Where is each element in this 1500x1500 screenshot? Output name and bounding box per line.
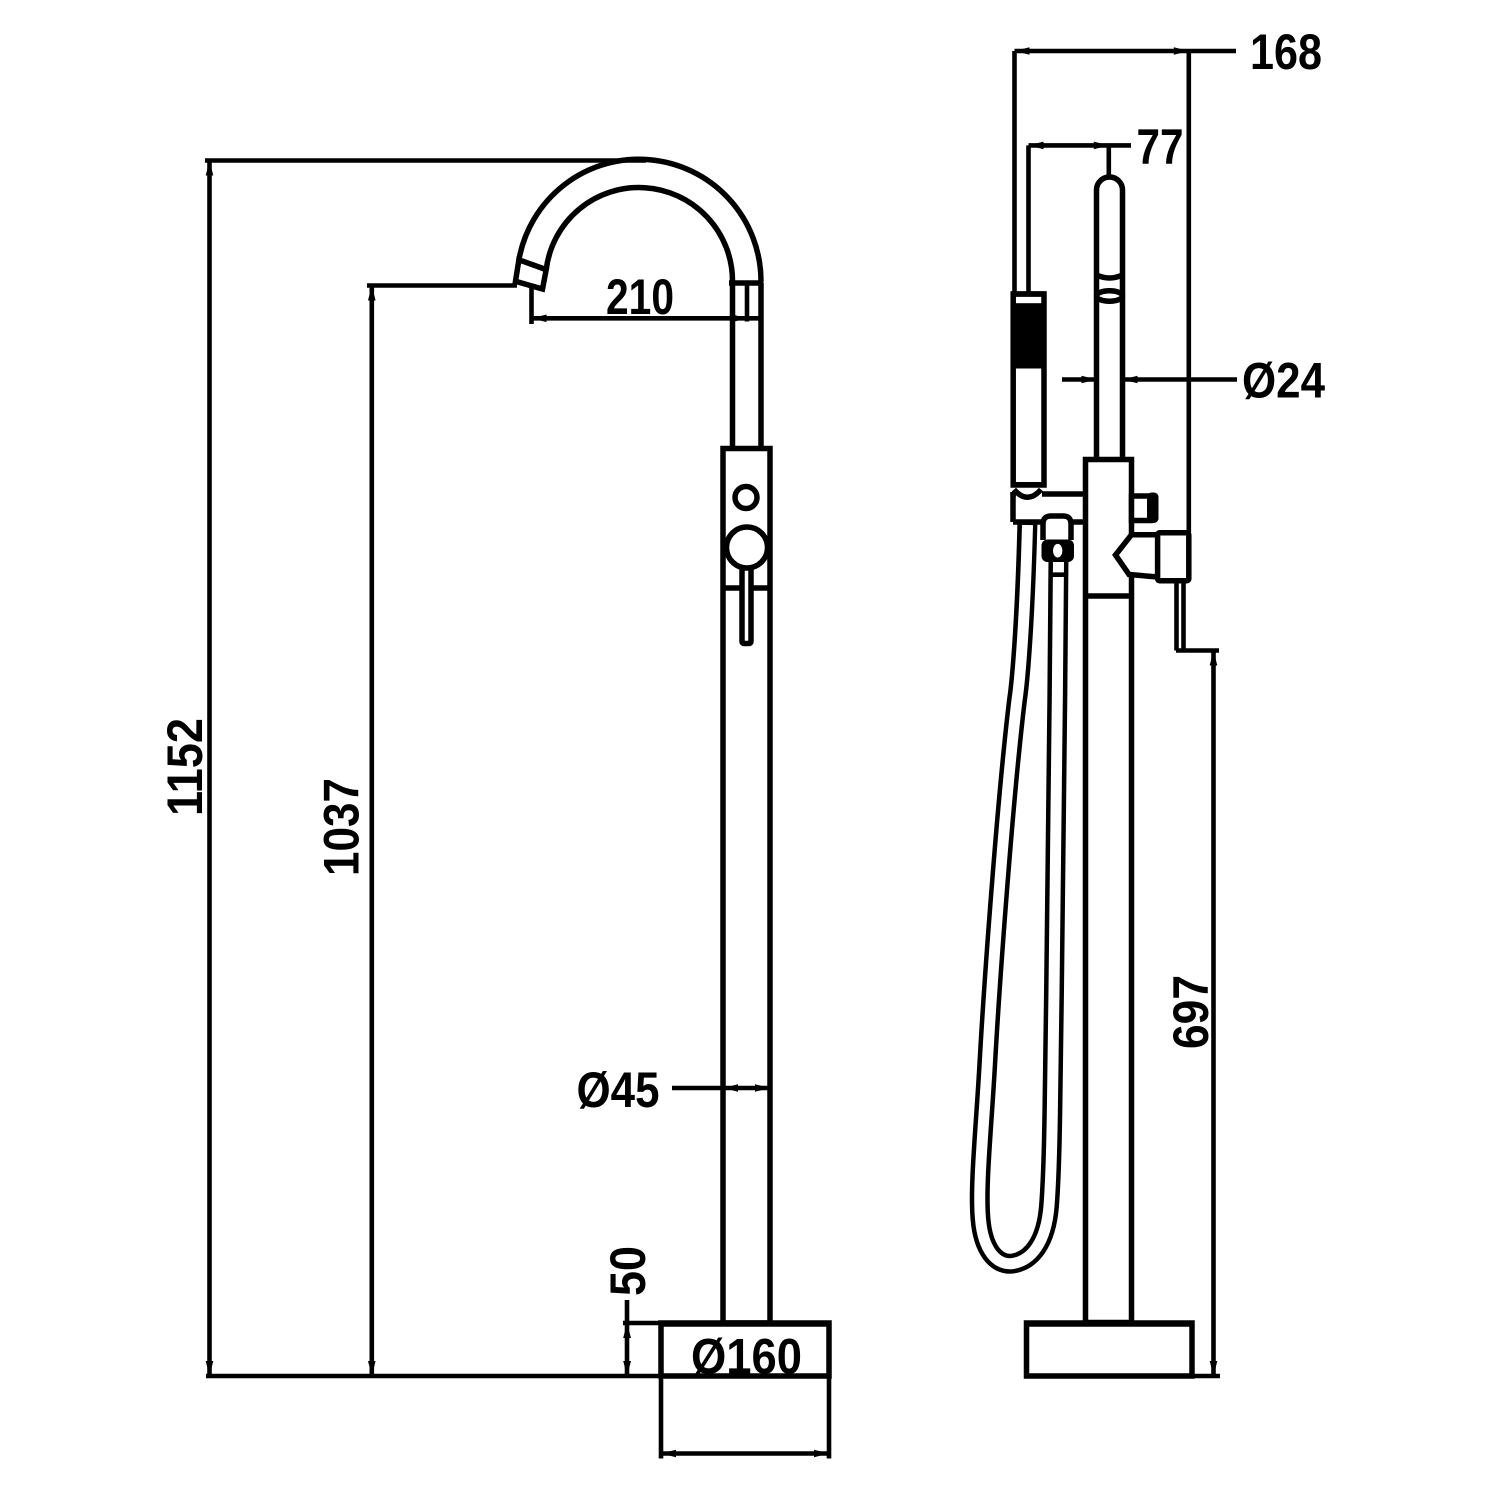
- svg-text:697: 697: [1163, 975, 1219, 1049]
- svg-text:50: 50: [600, 1246, 656, 1296]
- svg-text:210: 210: [606, 269, 674, 325]
- svg-text:168: 168: [1250, 24, 1322, 80]
- svg-text:Ø160: Ø160: [691, 1329, 802, 1385]
- svg-text:1152: 1152: [157, 718, 213, 816]
- svg-text:Ø45: Ø45: [577, 1062, 660, 1118]
- svg-text:1037: 1037: [314, 778, 370, 876]
- svg-text:77: 77: [1137, 119, 1184, 175]
- svg-text:Ø24: Ø24: [1242, 353, 1325, 409]
